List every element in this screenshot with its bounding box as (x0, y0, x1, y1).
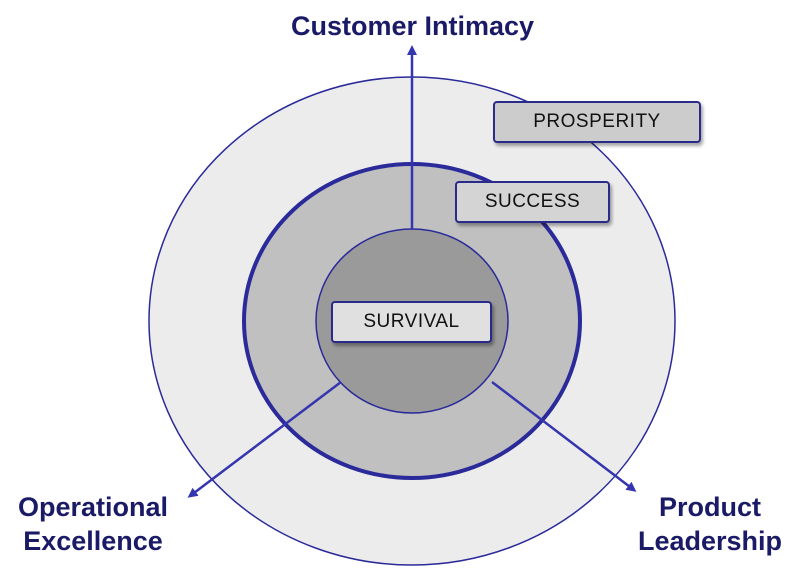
arrow-operational-excellence (187, 381, 342, 498)
axis-label-line: Product (658, 492, 761, 522)
axis-label-operational-excellence: Operational Excellence (18, 490, 168, 558)
axis-label-line: Leadership (637, 526, 782, 556)
arrow-product-leadership (491, 381, 637, 492)
prosperity-label-box: PROSPERITY (493, 101, 701, 143)
survival-label: SURVIVAL (363, 311, 460, 332)
axis-label-line: Excellence (23, 526, 163, 556)
prosperity-label: PROSPERITY (533, 111, 661, 132)
success-label-box: SUCCESS (455, 181, 610, 223)
success-label: SUCCESS (484, 191, 581, 212)
survival-label-box: SURVIVAL (331, 301, 492, 343)
axis-label-line: Operational (18, 492, 169, 522)
axis-label-product-leadership: Product Leadership (638, 490, 782, 558)
axis-label-customer-intimacy: Customer Intimacy (290, 11, 535, 41)
